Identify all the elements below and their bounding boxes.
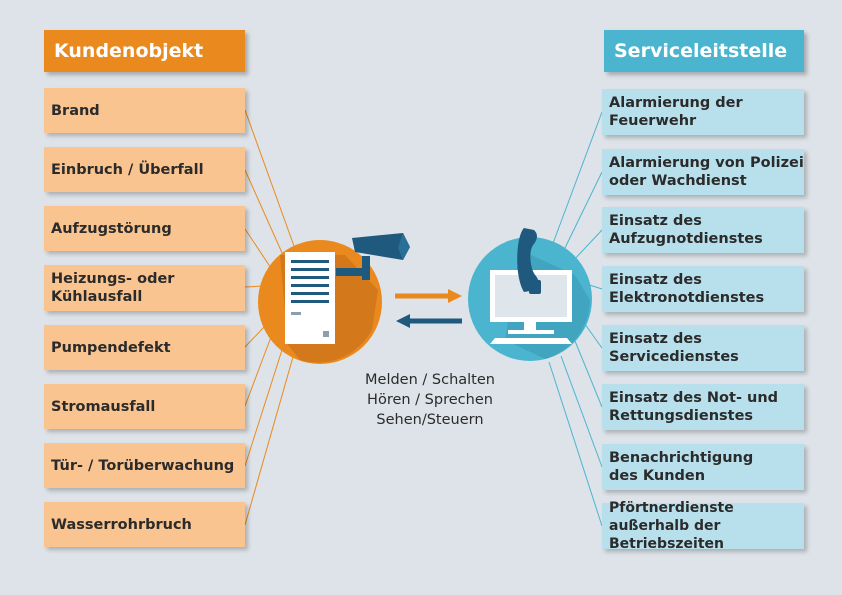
item-label: Einsatz des Not- und Rettungsdienstes (609, 390, 779, 424)
customer-item-heizung: Heizungs- oder Kühlausfall (44, 265, 245, 311)
customer-item-tuerueberwachung: Tür- / Torüberwachung (44, 443, 245, 488)
exchange-arrows (395, 289, 462, 328)
item-label: Tür- / Torüberwachung (51, 457, 235, 474)
customer-object-header: Kundenobjekt (44, 30, 245, 72)
service-item-pfoertnerdienst: Pförtnerdienste außerhalb der Betriebsze… (602, 500, 804, 552)
customer-item-wasserrohrbruch: Wasserrohrbruch (44, 502, 245, 547)
phone-handset-icon (517, 228, 541, 294)
keyboard-icon (490, 338, 572, 344)
service-item-rettungsdienst: Einsatz des Not- und Rettungsdienstes (602, 384, 804, 430)
customer-item-brand: Brand (44, 88, 245, 133)
service-item-polizei: Alarmierung von Polizei oder Wachdienst (602, 149, 804, 195)
item-label: Benachrichtigung des Kunden (609, 450, 754, 484)
customer-item-stromausfall: Stromausfall (44, 384, 245, 429)
customer-object-emblem (258, 233, 410, 364)
service-item-servicedienst: Einsatz des Servicedienstes (602, 325, 804, 371)
service-item-feuerwehr: Alarmierung der Feuerwehr (602, 89, 804, 135)
item-label: Pförtnerdienste außerhalb der Betriebsze… (609, 500, 734, 552)
item-label: Einsatz des Aufzugnotdienstes (609, 213, 763, 247)
item-label: Pumpendefekt (51, 339, 171, 356)
camera-icon (336, 233, 410, 280)
service-center-emblem (468, 228, 592, 361)
communication-line-3: Sehen/Steuern (376, 412, 484, 428)
customer-item-pumpendefekt: Pumpendefekt (44, 325, 245, 370)
customer-item-aufzugstoerung: Aufzugstörung (44, 206, 245, 251)
communication-line-1: Melden / Schalten (365, 372, 495, 388)
communication-line-2: Hören / Sprechen (367, 392, 493, 408)
item-label: Einsatz des Elektronotdienstes (609, 272, 765, 306)
item-label: Alarmierung von Polizei oder Wachdienst (609, 155, 804, 189)
service-item-elektronotdienst: Einsatz des Elektronotdienstes (602, 266, 804, 312)
item-label: Aufzugstörung (51, 220, 172, 237)
item-label: Einsatz des Servicedienstes (609, 331, 739, 365)
item-label: Stromausfall (51, 398, 156, 415)
item-label: Wasserrohrbruch (51, 516, 192, 533)
item-label: Brand (51, 102, 100, 119)
communication-label: Melden / Schalten Hören / Sprechen Sehen… (330, 370, 530, 430)
service-item-aufzugnotdienst: Einsatz des Aufzugnotdienstes (602, 207, 804, 253)
item-label: Heizungs- oder Kühlausfall (51, 271, 175, 305)
left-connector-lines (244, 109, 295, 526)
item-label: Einbruch / Überfall (51, 161, 204, 178)
customer-item-einbruch: Einbruch / Überfall (44, 147, 245, 192)
monitor-icon (490, 270, 572, 334)
service-center-header: Serviceleitstelle (604, 30, 804, 72)
service-item-kunde: Benachrichtigung des Kunden (602, 444, 804, 490)
item-label: Alarmierung der Feuerwehr (609, 95, 743, 129)
server-icon (285, 252, 335, 344)
